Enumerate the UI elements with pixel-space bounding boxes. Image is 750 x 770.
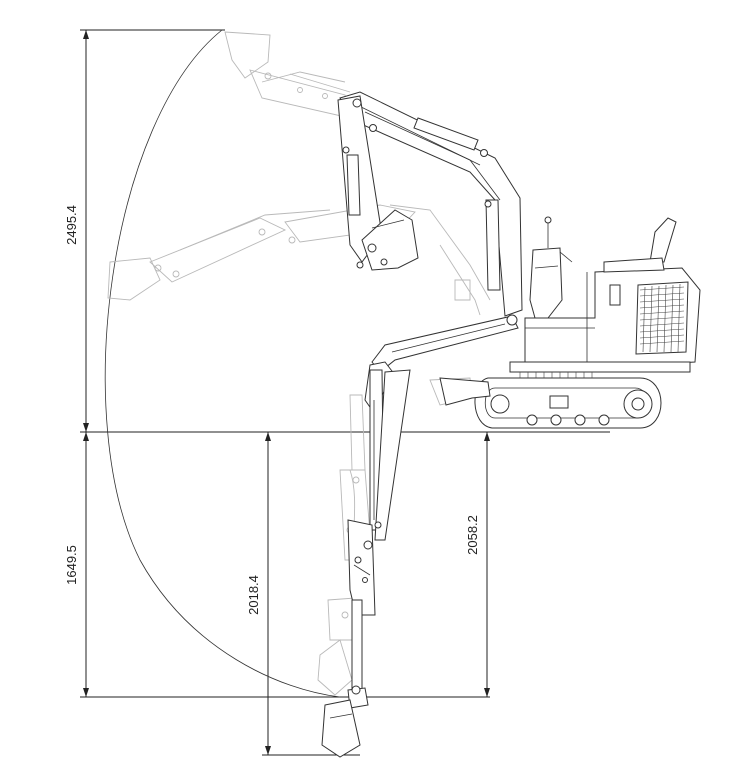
engine-grille	[635, 281, 689, 355]
fuel-cap	[609, 284, 621, 306]
dozer-blade	[439, 377, 491, 406]
machine-body	[439, 216, 701, 429]
track-assembly	[474, 372, 662, 429]
dimension-lines	[80, 29, 610, 756]
dim-label-dig-depth: 2018.4	[246, 575, 261, 615]
dim-label-wall-depth: 2058.2	[465, 515, 480, 555]
dim-label-height: 2495.4	[64, 205, 79, 245]
raised-arm	[337, 91, 523, 317]
seat	[603, 217, 677, 273]
control-console	[529, 216, 573, 319]
digging-envelope-arc	[104, 29, 341, 698]
dim-label-dump-depth: 1649.5	[64, 545, 79, 585]
lowered-arm	[321, 314, 519, 758]
